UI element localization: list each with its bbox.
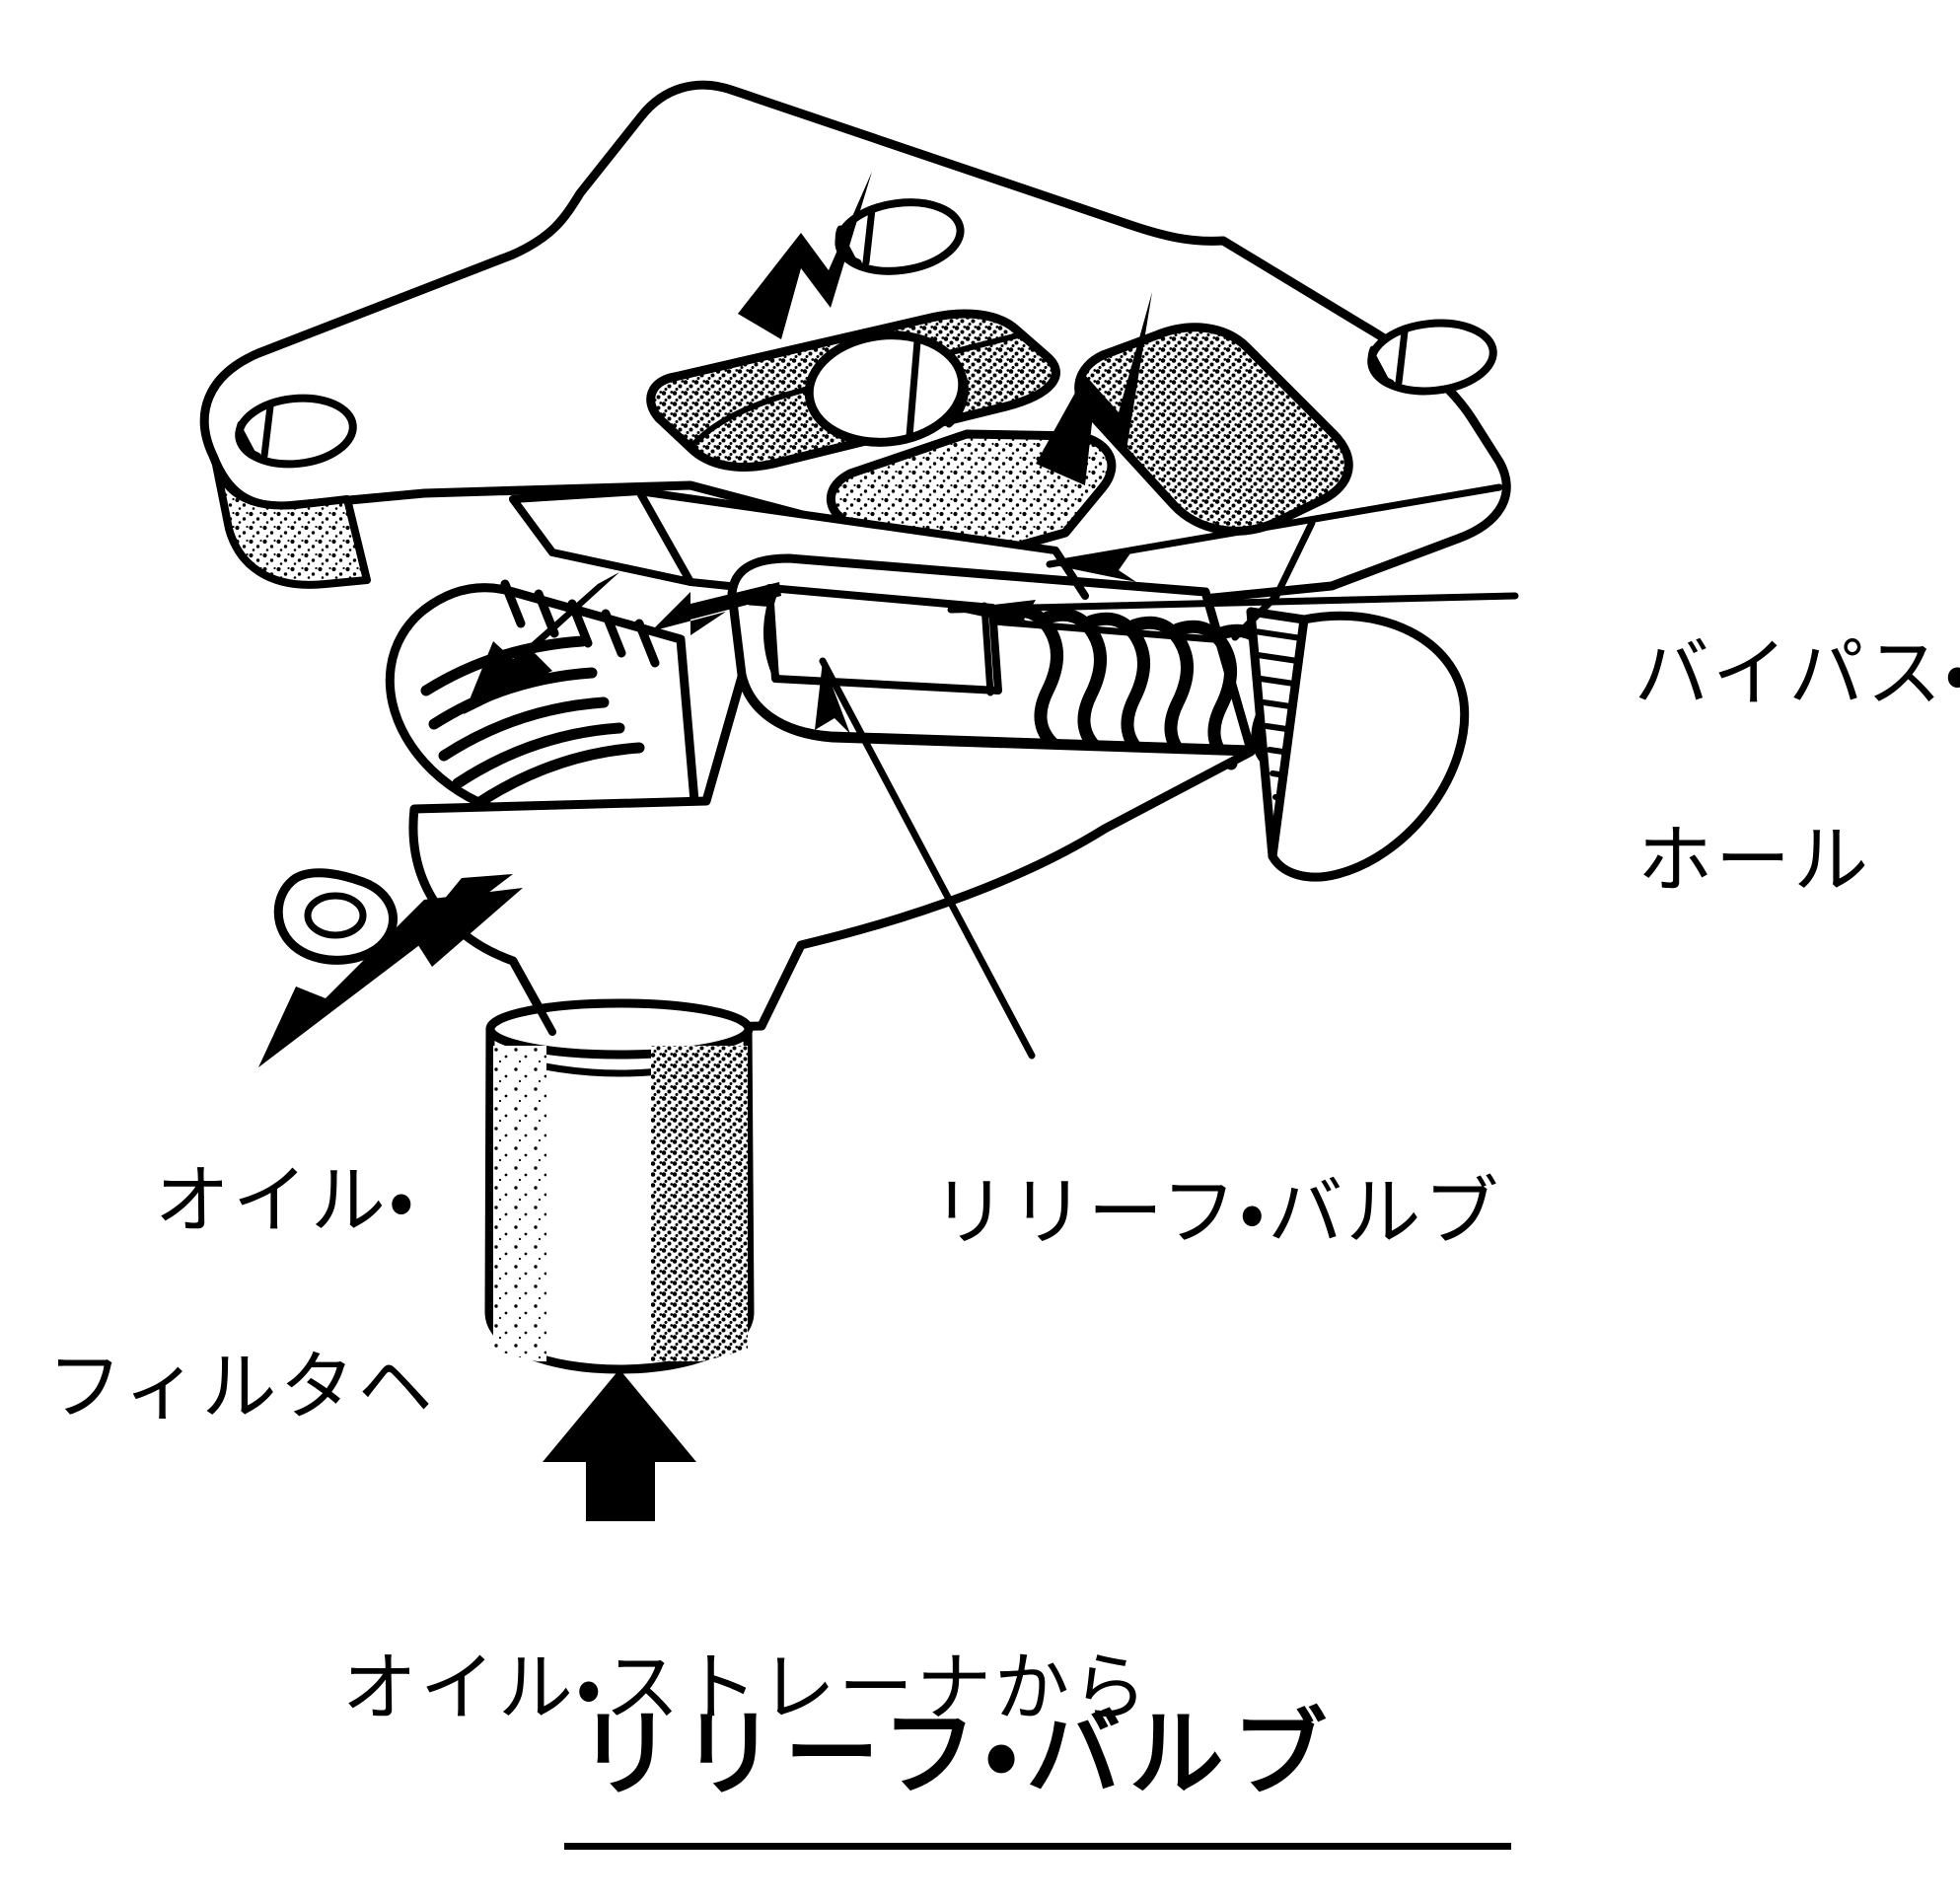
label-to-oil-filter-line2: フィルタヘ xyxy=(47,1343,436,1431)
arrow-into-bore xyxy=(651,582,781,635)
label-from-oil-strainer-line1: オイル・ストレーナから xyxy=(341,1643,1151,1731)
arrow-from-oil-strainer xyxy=(543,1369,696,1521)
label-bypass-hole: バイパス・ ホール xyxy=(1527,541,1960,1081)
flow-arrow-upper-passage xyxy=(738,172,872,339)
leader-bypass-upper xyxy=(1046,483,1503,582)
label-relief-valve-line1: リリーフ・バルブ xyxy=(931,1167,1502,1256)
leader-bypass-hook xyxy=(1231,519,1316,641)
threaded-plug-cap xyxy=(1246,607,1470,882)
left-boss xyxy=(273,868,398,965)
bolt-hole-right xyxy=(1367,319,1497,396)
leader-bypass-lower xyxy=(947,592,1519,629)
section-edges xyxy=(509,487,1089,1036)
round-port xyxy=(804,330,969,447)
label-bypass-hole-line2: ホール xyxy=(1637,816,1872,905)
flange-edge-left xyxy=(211,456,371,589)
threaded-filter-port xyxy=(385,579,699,822)
diagram-title: リリーフ・バルブ xyxy=(578,1699,1336,1809)
leader-relief-valve xyxy=(815,657,1036,1060)
arrow-to-oil-filter xyxy=(258,874,523,1067)
label-to-oil-filter-line1: オイル・ xyxy=(154,1155,417,1244)
title-underline xyxy=(564,1843,1511,1850)
relief-valve-piston xyxy=(763,584,1002,696)
label-bypass-hole-line1: バイパス・ xyxy=(1633,628,1960,717)
label-from-oil-strainer: オイル・ストレーナから xyxy=(235,1555,1150,1820)
label-to-oil-filter: オイル・ フィルタヘ xyxy=(47,1067,436,1608)
label-relief-valve: リリーフ・バルブ xyxy=(825,1079,1501,1345)
bolt-hole-left xyxy=(235,394,357,469)
arrow-inside-filter-port xyxy=(464,572,619,714)
flow-arrow-right-passage xyxy=(1036,292,1152,485)
inlet-tube xyxy=(484,998,755,1374)
